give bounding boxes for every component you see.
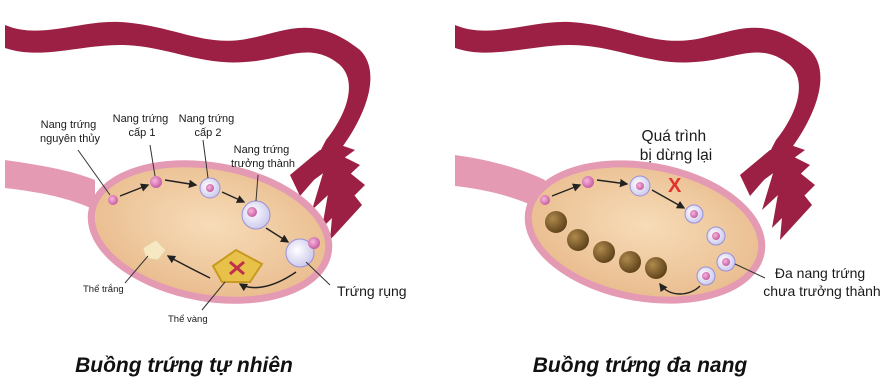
corpus-luteum-label: Thể vàng (168, 314, 208, 325)
mature-follicle (242, 201, 270, 229)
secondary-follicle (200, 178, 220, 198)
primary-follicle-label: Nang trứng cấp 1 (113, 113, 172, 139)
polycystic-label: Đa nang trứng chưa trưởng thành (763, 265, 880, 299)
left-caption: Buồng trứng tự nhiên (75, 354, 293, 377)
right-diagram: X Quá trình bị dừng lại Đa nang trứng ch… (455, 22, 881, 377)
process-stopped-label: Quá trình bị dừng lại (640, 128, 712, 164)
left-diagram: Nang trứng nguyên thủy Nang trứng cấp 1 … (5, 22, 407, 377)
corpus-albicans-label: Thể trắng (83, 284, 124, 295)
right-fallopian-tube (455, 22, 820, 150)
right-caption: Buồng trứng đa nang (533, 354, 748, 377)
right-primary-follicle (582, 176, 594, 188)
mature-follicle-label: Nang trứng trưởng thành (231, 144, 295, 170)
ovulation-label: Trứng rụng (337, 283, 407, 299)
stop-mark: X (668, 175, 682, 197)
right-secondary-follicle (630, 176, 650, 196)
left-ovarian-ligament (5, 160, 95, 210)
secondary-follicle-label: Nang trứng cấp 2 (179, 113, 238, 139)
right-primordial-follicle (540, 195, 550, 205)
primordial-follicle-label: Nang trứng nguyên thủy (40, 119, 100, 145)
primordial-follicle (108, 195, 118, 205)
primary-follicle (150, 176, 162, 188)
